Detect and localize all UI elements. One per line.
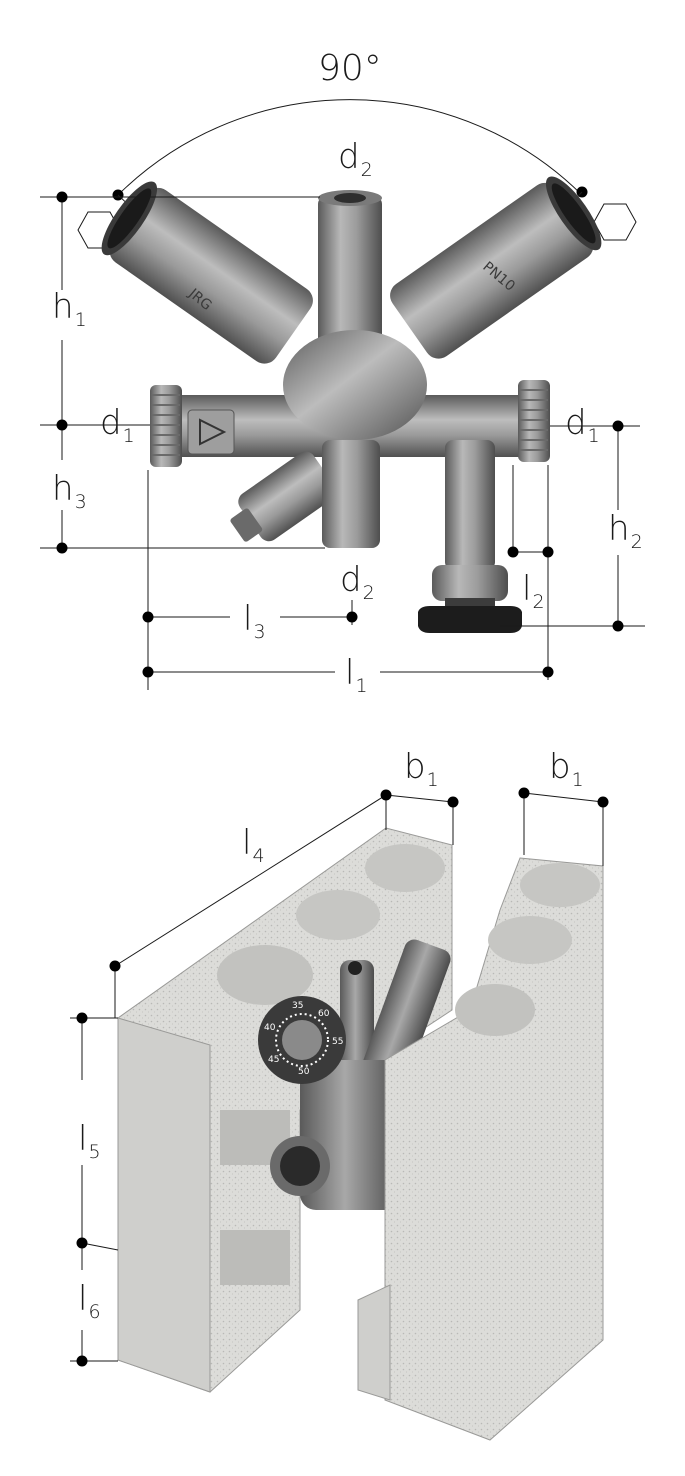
dial-value-50: 50 — [298, 1067, 310, 1077]
insulation-shell-drawing: 35 60 40 55 45 50 — [70, 787, 609, 1441]
dial-value-40: 40 — [264, 1023, 276, 1033]
dim-label-l4: l4 — [242, 823, 265, 867]
dial-value-45: 45 — [268, 1055, 279, 1065]
dimension-dots — [56, 191, 624, 678]
insulation-shell-right — [357, 857, 604, 1441]
angle-arc — [117, 99, 583, 196]
dim-label-l5: l5 — [78, 1119, 101, 1163]
dial-value-55: 55 — [332, 1037, 343, 1047]
dim-label-l2: l2 — [522, 569, 545, 613]
dim-label-h1: h1 — [52, 287, 87, 331]
dim-label-l3: l3 — [243, 599, 266, 643]
insulation-dimension-lines — [70, 792, 604, 1362]
insulation-dimension-dots — [76, 787, 609, 1367]
dim-label-b1-right: b1 — [549, 747, 584, 791]
valve-body — [101, 176, 602, 633]
valve-inside: 35 60 40 55 45 50 — [258, 939, 451, 1210]
dim-label-l6: l6 — [78, 1279, 101, 1323]
dim-label-l1: l1 — [345, 653, 368, 697]
dial-value-60: 60 — [318, 1009, 330, 1019]
dim-label-b1-left: b1 — [404, 747, 439, 791]
angle-label: 90° — [318, 48, 382, 89]
dim-label-d1-right: d1 — [565, 403, 600, 447]
dim-label-d2-top: d2 — [338, 137, 373, 181]
handwheel — [418, 606, 522, 633]
dim-label-d2-bottom: d2 — [340, 560, 375, 604]
hex-nut-icon — [593, 203, 637, 241]
dim-label-d1-left: d1 — [100, 403, 135, 447]
dim-label-h3: h3 — [52, 469, 87, 513]
valve-dimension-drawing: JRG PN10 — [40, 99, 645, 690]
dim-label-h2: h2 — [608, 509, 643, 553]
dial-value-35: 35 — [292, 1001, 303, 1011]
